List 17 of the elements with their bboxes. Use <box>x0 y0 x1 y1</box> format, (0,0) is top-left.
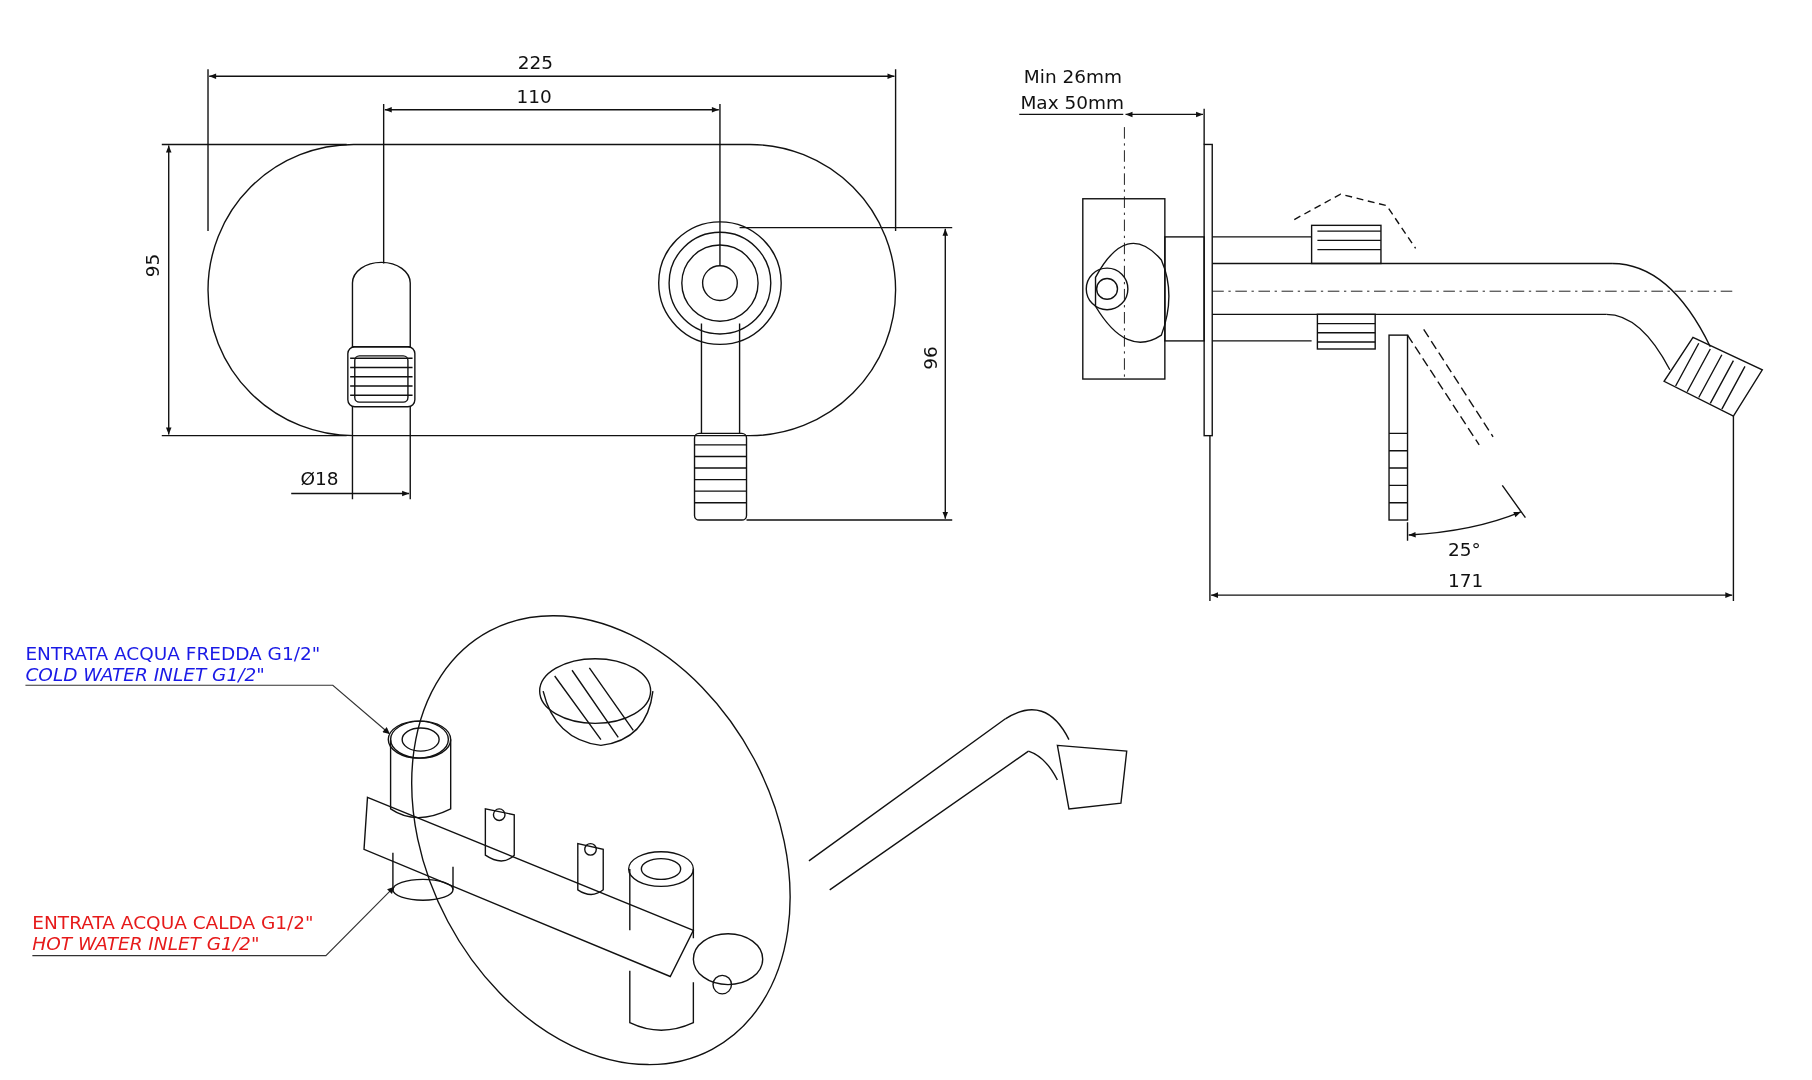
dimension-value: 225 <box>517 53 553 74</box>
leader-line <box>24 684 391 735</box>
leader-line <box>31 886 395 957</box>
dimension-value: Ø18 <box>300 469 339 490</box>
dimension-value: Min 26mm <box>1023 67 1123 88</box>
dimension-value: 171 <box>1448 570 1484 592</box>
hot-inlet-port <box>392 878 454 901</box>
dimension-value: 96 <box>921 346 942 370</box>
cold-inlet-port <box>387 720 450 759</box>
dimension-value: 110 <box>516 86 552 108</box>
italian-callout-text: ENTRATA ACQUA CALDA G1/2" <box>32 912 315 934</box>
english-callout-text: COLD WATER INLET G1/2" <box>25 664 266 686</box>
dimension-value: 95 <box>143 253 165 278</box>
english-callout-text: HOT WATER INLET G1/2" <box>32 933 261 955</box>
italian-callout-text: ENTRATA ACQUA FREDDA G1/2" <box>25 643 322 665</box>
dimension-value: Max 50mm <box>1020 92 1125 114</box>
dimension-value: 25° <box>1448 539 1481 561</box>
